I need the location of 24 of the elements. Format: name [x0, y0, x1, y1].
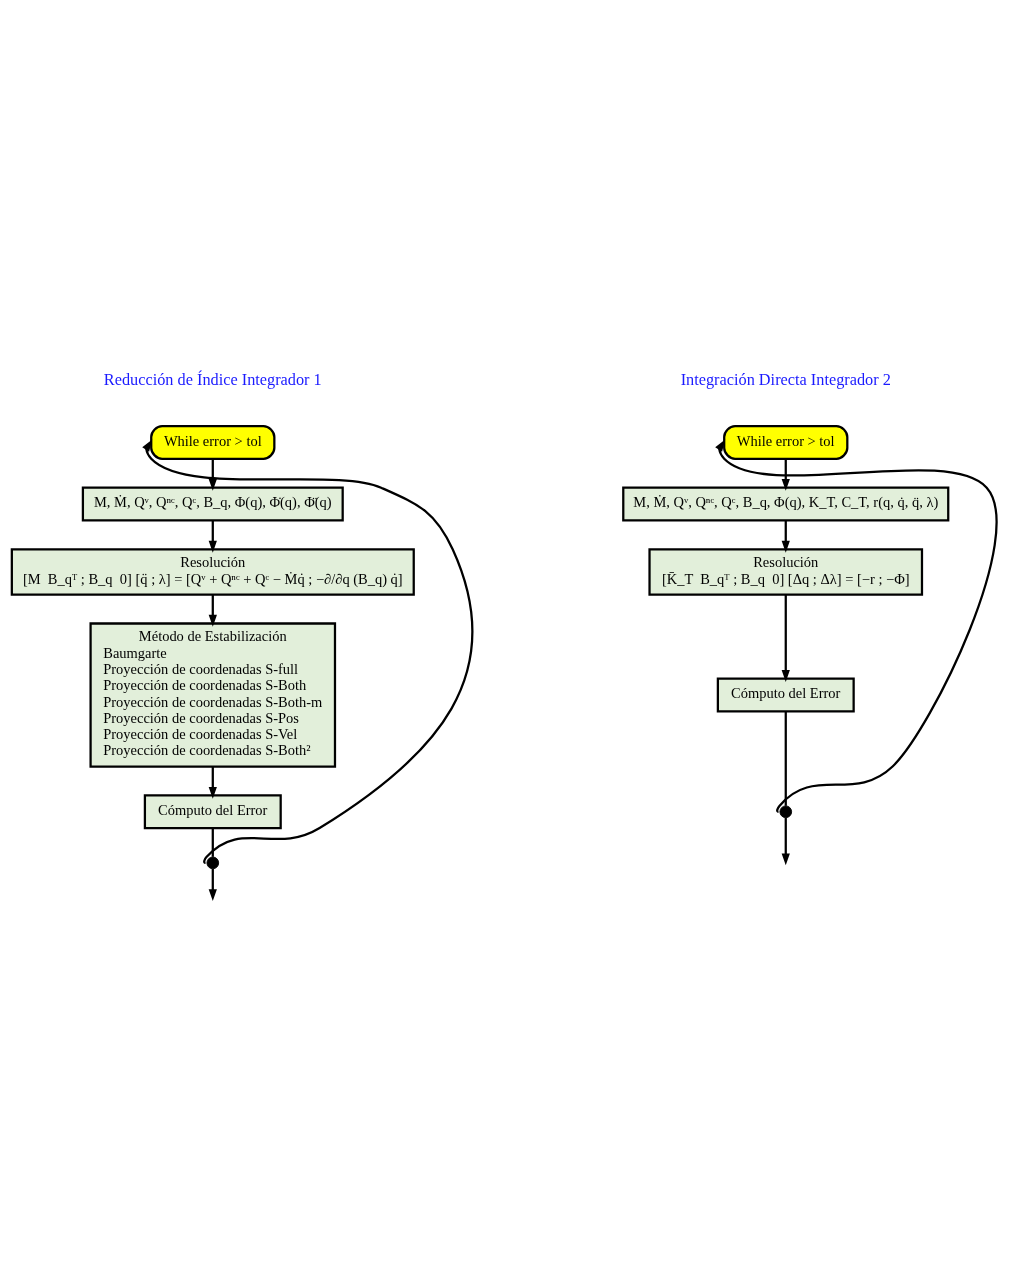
label: Reducción de Índice Integrador 1	[103, 369, 322, 389]
node-box: While error > tol	[723, 425, 849, 460]
label: Integración Directa Integrador 2	[680, 369, 891, 389]
arrow	[781, 594, 790, 682]
arrow	[781, 817, 790, 866]
arrow	[208, 459, 217, 491]
arrow	[208, 766, 217, 799]
node-box: Método de Estabilización Baumgarte Proyección de coordenadas S-full Proyección de coordenadas S-Both Proyección de coordenadas S-Both-m Proyección de coordenadas S-Pos Proyección de coordenadas S-Vel Proyección de coordenadas S-Both²	[89, 622, 337, 768]
node-circle	[206, 856, 220, 870]
arrow	[208, 520, 217, 553]
node-box: While error > tol	[150, 425, 276, 460]
node-circle	[779, 805, 793, 819]
arrow	[781, 459, 790, 491]
node-box: Resolución [M B_qᵀ ; B_q 0] [q̈ ; λ] = [Qᵛ + Qⁿᶜ + Qᶜ − Ṁq̇ ; −∂/∂q (B_q) q̇]	[10, 548, 415, 596]
node-box: M, Ṁ, Qᵛ, Qⁿᶜ, Qᶜ, B_q, Φ(q), Φ̇(q), Φ̈(q)	[81, 486, 344, 522]
node-box: Resolución [K̄_T B_qᵀ ; B_q 0] [Δq ; Δλ] = [−r ; −Φ]	[648, 548, 924, 596]
arrow	[781, 520, 790, 553]
connector	[211, 828, 214, 857]
node-box: Cómputo del Error	[716, 677, 855, 713]
node-box: M, Ṁ, Qᵛ, Qⁿᶜ, Qᶜ, B_q, Φ(q), K_T, C_T, r(q, q̇, q̈, λ)	[622, 486, 950, 522]
arrow	[208, 594, 217, 627]
node-box: Cómputo del Error	[143, 794, 282, 830]
arrow	[208, 868, 217, 902]
connector	[784, 711, 787, 806]
